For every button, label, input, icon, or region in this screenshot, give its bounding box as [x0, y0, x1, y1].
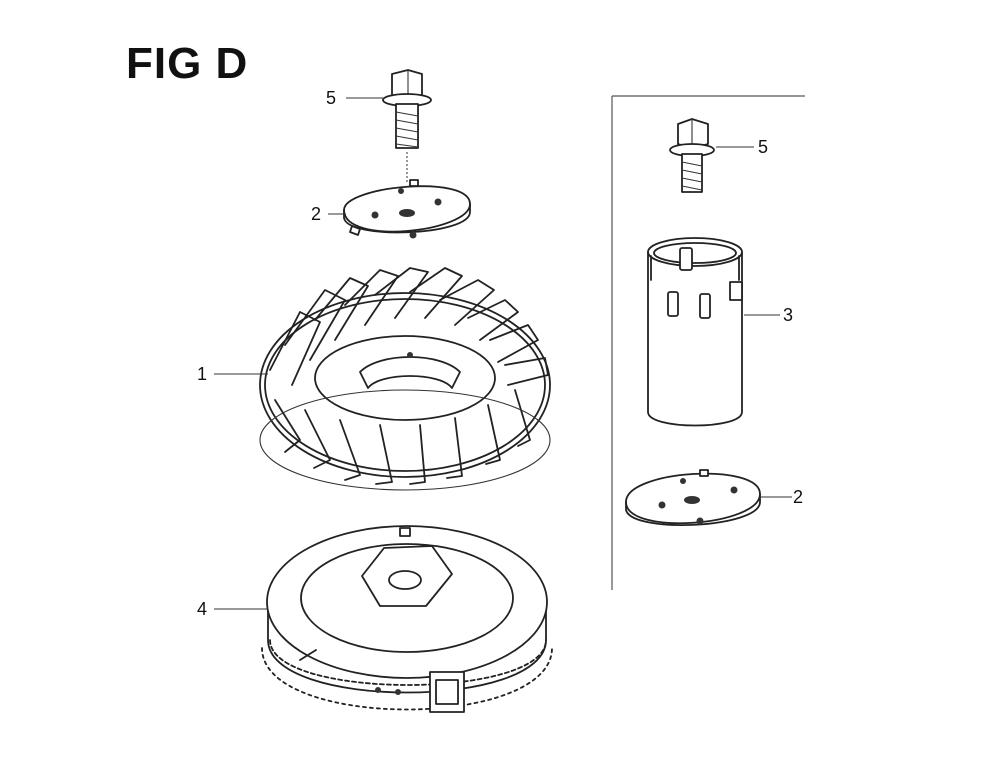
figure-title: FIG D [126, 39, 249, 88]
callout-fan: 1 [197, 364, 207, 384]
flange-bolt-icon [382, 69, 432, 149]
callout-right-plate: 2 [793, 487, 803, 507]
variant-divider [611, 95, 805, 590]
pulley-plate-icon [625, 469, 761, 527]
callout-left-plate: 2 [311, 204, 321, 224]
flywheel-icon [261, 525, 553, 713]
flange-bolt-icon [669, 118, 715, 193]
callout-right-bolt: 5 [758, 137, 768, 157]
callout-cup: 3 [783, 305, 793, 325]
callout-flywheel: 4 [197, 599, 207, 619]
pulley-plate-icon [343, 179, 471, 239]
starter-cup-icon [647, 237, 743, 427]
cooling-fan-icon [259, 267, 551, 491]
callout-left-bolt: 5 [326, 88, 336, 108]
